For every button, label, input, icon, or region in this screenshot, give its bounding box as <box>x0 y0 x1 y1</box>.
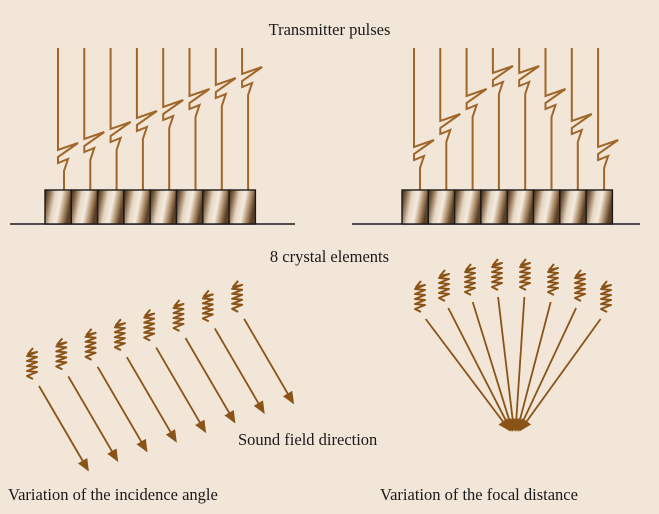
crystal-element-4 <box>480 189 508 225</box>
transmitter-pulse-2 <box>83 48 105 190</box>
crystal-element-8 <box>228 189 257 225</box>
spiral-wave-icon-4 <box>113 318 126 352</box>
sound-direction-arrow-4 <box>497 296 519 432</box>
sound-direction-arrow-3 <box>471 301 515 432</box>
crystal-element-5 <box>506 189 535 225</box>
transmitter-pulse-5 <box>518 48 540 190</box>
spiral-wave-icon-7 <box>201 289 214 323</box>
sound-direction-arrow-8 <box>519 318 602 432</box>
sound-direction-arrow-3 <box>96 366 148 453</box>
crystal-element-5 <box>149 189 178 225</box>
spiral-wave-icon-1 <box>414 280 426 313</box>
spiral-wave-icon-8 <box>600 280 612 313</box>
crystal-element-6 <box>175 189 204 225</box>
spiral-wave-icon-2 <box>438 269 450 302</box>
sound-direction-arrow-2 <box>67 375 119 462</box>
transmitter-pulse-5 <box>162 48 184 190</box>
transmitter-pulse-3 <box>109 48 132 190</box>
transmitter-pulse-2 <box>439 48 461 190</box>
crystal-element-1 <box>44 189 72 225</box>
crystal-element-3 <box>96 189 125 225</box>
sound-direction-arrow-7 <box>518 307 577 432</box>
transmitter-pulses-label: Transmitter pulses <box>268 20 391 39</box>
crystal-element-6 <box>532 189 561 225</box>
transmitter-pulse-1 <box>413 48 435 190</box>
spiral-wave-icon-7 <box>574 269 586 302</box>
sound-direction-arrow-5 <box>510 296 526 432</box>
crystal-element-2 <box>427 189 456 225</box>
transmitter-pulse-7 <box>214 48 237 190</box>
transmitter-pulse-1 <box>57 48 79 190</box>
crystal-element-1 <box>401 189 429 225</box>
sound-direction-arrow-1 <box>424 318 511 432</box>
crystal-element-7 <box>559 189 587 225</box>
transmitter-pulses-left <box>57 48 263 190</box>
spiral-wave-icon-3 <box>464 263 476 296</box>
sound-direction-arrow-8 <box>243 318 295 405</box>
transmitter-pulse-3 <box>465 48 488 190</box>
crystal-element-4 <box>123 189 151 225</box>
crystal-elements-label: 8 crystal elements <box>269 247 390 266</box>
sound-direction-arrow-2 <box>447 307 512 432</box>
transmitter-pulse-8 <box>241 48 263 190</box>
sound-field-direction-label: Sound field direction <box>238 430 378 449</box>
spiral-wave-icon-1 <box>26 347 38 380</box>
transmitter-pulse-6 <box>188 48 211 190</box>
sound-direction-arrow-1 <box>38 385 89 472</box>
transmitter-pulse-7 <box>570 48 593 190</box>
crystal-element-7 <box>202 189 230 225</box>
crystal-array-right <box>352 189 640 225</box>
spiral-wave-icon-5 <box>143 308 156 342</box>
transmitter-pulses-right <box>413 48 619 190</box>
sound-direction-arrow-4 <box>126 356 177 443</box>
spiral-wave-icon-6 <box>172 299 185 332</box>
sound-direction-arrow-7 <box>214 327 265 414</box>
crystal-element-3 <box>453 189 482 225</box>
crystal-array-left <box>10 189 295 225</box>
spiral-wave-icon-3 <box>84 328 97 361</box>
transmitter-pulse-8 <box>597 48 619 190</box>
incidence-angle-caption: Variation of the incidence angle <box>8 485 218 504</box>
spiral-wave-icon-8 <box>231 280 244 313</box>
sound-direction-arrow-6 <box>184 337 236 424</box>
sound-beams-incidence-angle <box>26 280 295 472</box>
sound-direction-arrow-5 <box>155 347 207 434</box>
sound-direction-arrow-6 <box>514 301 552 432</box>
focal-distance-caption: Variation of the focal distance <box>380 485 578 504</box>
transmitter-pulse-6 <box>544 48 567 190</box>
transmitter-pulse-4 <box>135 48 158 190</box>
transmitter-pulse-4 <box>491 48 514 190</box>
spiral-wave-icon-4 <box>491 258 503 291</box>
sound-beams-focal-distance <box>414 258 612 432</box>
crystal-element-8 <box>585 189 614 225</box>
spiral-wave-icon-6 <box>547 263 559 296</box>
crystal-element-2 <box>70 189 99 225</box>
spiral-wave-icon-2 <box>55 337 68 371</box>
spiral-wave-icon-5 <box>519 258 531 291</box>
